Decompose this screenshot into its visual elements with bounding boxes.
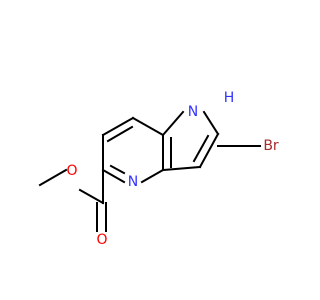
bond-c7a-c7 — [131, 116, 165, 137]
molecule-diagram: N N H Br O O — [38, 90, 279, 248]
nitrogen-pyrrole-label: N — [188, 104, 198, 120]
bond-c5-n4-inner — [109, 164, 126, 175]
bond-c3-c3a — [161, 165, 202, 172]
bond-c7-c6 — [101, 116, 135, 137]
carbonyl-oxygen-label: O — [96, 232, 107, 248]
bond-c7-c6-inner — [106, 125, 134, 143]
bonds — [38, 110, 261, 232]
atom-labels: N N H Br O O — [66, 90, 278, 248]
structure-svg: N N H Br O O — [38, 90, 279, 248]
bond-carbonyl-c-o-ester — [78, 188, 105, 205]
nitrogen-pyridine-label: N — [128, 174, 138, 190]
hydrogen-pyrrole-label: H — [224, 90, 235, 106]
bromine-label: Br — [263, 138, 279, 154]
bond-n4-c3a — [140, 168, 165, 184]
bond-c7a-n1 — [161, 110, 185, 137]
bond-c5-n4 — [101, 168, 126, 184]
bond-c2-c3-inner — [192, 134, 210, 163]
bond-o-ester-methyl — [38, 168, 68, 187]
bond-c2-c3 — [198, 132, 220, 169]
ester-oxygen-label: O — [66, 163, 77, 179]
bond-n1-c2 — [202, 110, 220, 136]
